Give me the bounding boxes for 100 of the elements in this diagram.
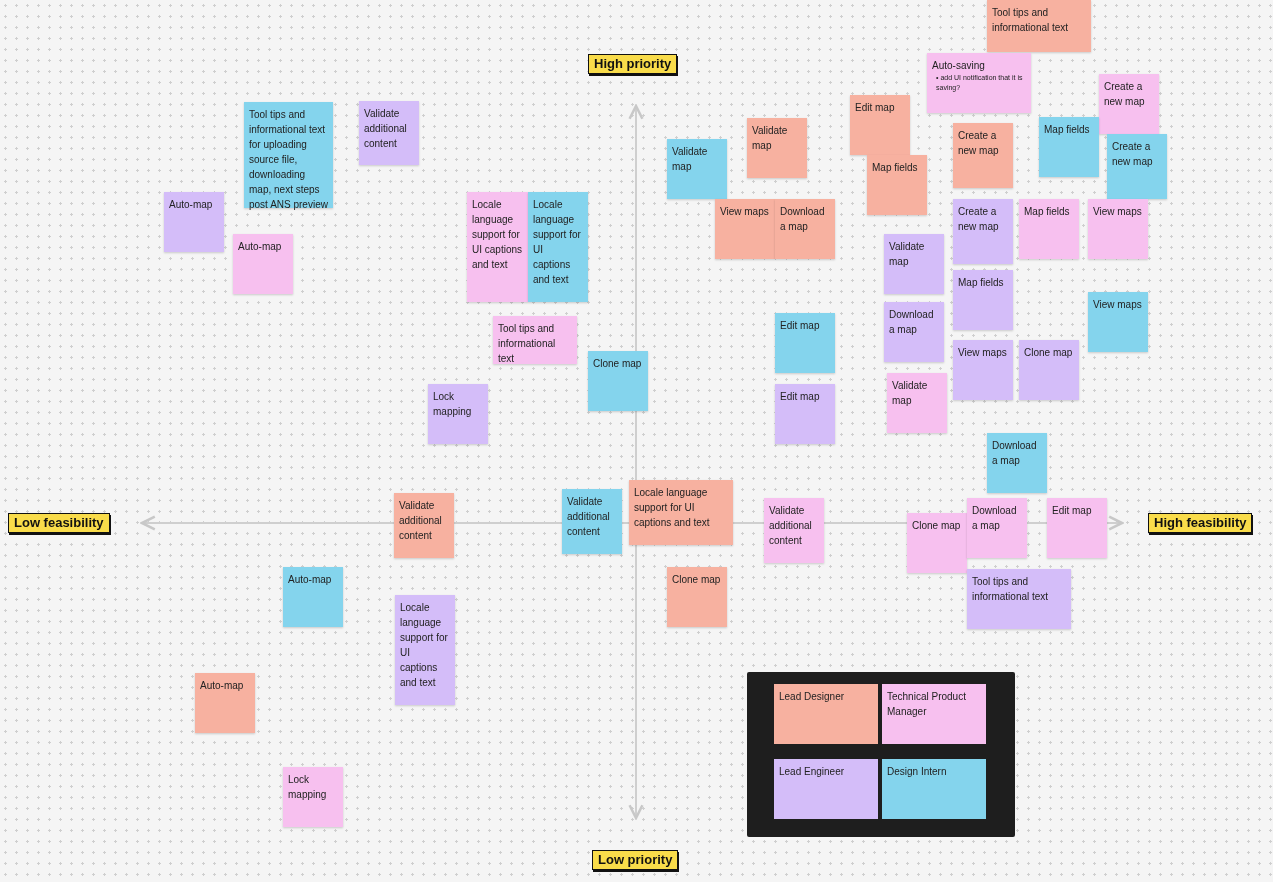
sticky-note (528, 192, 588, 302)
note-text: Clone map (672, 573, 722, 587)
sticky-note (884, 234, 944, 294)
sticky-note (1039, 117, 1099, 177)
sticky-note (953, 199, 1013, 264)
sticky-note (987, 0, 1091, 52)
note-text: Edit map (1052, 504, 1093, 518)
sticky-note (233, 234, 293, 294)
note-text: Map fields (1024, 205, 1071, 219)
sticky-note (1019, 340, 1079, 400)
note-text: Locale language support for UI captions and text (400, 601, 449, 690)
sticky-note (987, 433, 1047, 493)
sticky-note (1107, 134, 1167, 199)
note-text: Validate map (892, 379, 929, 408)
legend-label: Design Intern (887, 765, 948, 779)
sticky-note (244, 102, 333, 208)
sticky-note (775, 313, 835, 373)
sticky-note (887, 373, 947, 433)
note-text: Auto-map (288, 573, 333, 587)
note-text: Clone map (1024, 346, 1074, 360)
sticky-note (1099, 74, 1159, 134)
sticky-note (395, 595, 455, 705)
sticky-note (283, 767, 343, 827)
note-text: View maps (720, 205, 770, 219)
note-text: Auto-map (200, 679, 245, 693)
sticky-note (953, 123, 1013, 188)
sticky-note (428, 384, 488, 444)
legend-label: Lead Engineer (779, 765, 846, 779)
sticky-note (667, 139, 727, 199)
note-text: Tool tips and informational text (992, 6, 1070, 35)
sticky-note (629, 480, 733, 545)
note-text: Create a new map (958, 205, 1000, 234)
sticky-note (1047, 498, 1107, 558)
note-text: Auto-saving (932, 59, 986, 73)
note-text: Lock mapping (433, 390, 473, 419)
note-text: View maps (958, 346, 1008, 360)
sticky-note (715, 199, 775, 259)
note-text: Edit map (780, 319, 821, 333)
note-text: Download a map (972, 504, 1018, 533)
note-text: Create a new map (1104, 80, 1146, 109)
note-text: Locale language support for UI captions and text (472, 198, 523, 272)
note-text: Locale language support for UI captions and text (533, 198, 582, 287)
sticky-note (359, 101, 419, 165)
note-text: Create a new map (958, 129, 1000, 158)
sticky-note (850, 95, 910, 155)
axis-label: High priority (588, 54, 678, 74)
sticky-note (1088, 292, 1148, 352)
sticky-note (164, 192, 224, 252)
sticky-note (493, 316, 577, 364)
legend-label: Lead Designer (779, 690, 846, 704)
note-text: Tool tips and informational text (972, 575, 1050, 604)
axis-label: High feasibility (1148, 513, 1253, 533)
legend-label: Technical Product Manager (887, 690, 967, 719)
sticky-note (907, 513, 967, 573)
sticky-note (967, 498, 1027, 558)
note-text: Validate additional content (567, 495, 611, 539)
note-text: Clone map (912, 519, 962, 533)
note-text: Map fields (958, 276, 1005, 290)
note-text: Edit map (855, 101, 896, 115)
note-text: Validate map (889, 240, 926, 269)
note-text: Map fields (872, 161, 919, 175)
note-text: Validate additional content (399, 499, 443, 543)
note-text: Auto-map (238, 240, 283, 254)
sticky-note (967, 569, 1071, 629)
sticky-note (953, 340, 1013, 400)
sticky-note (775, 199, 835, 259)
sticky-note (195, 673, 255, 733)
note-text: Tool tips and informational text (498, 322, 557, 366)
note-text: Validate additional content (769, 504, 813, 548)
sticky-note (467, 192, 528, 302)
note-text: Tool tips and informational text for uploading source file, downloading map, next steps post ANS preview (249, 108, 328, 212)
note-text: Edit map (780, 390, 821, 404)
note-text: Clone map (593, 357, 643, 371)
sticky-note (747, 118, 807, 178)
note-text: Validate map (752, 124, 789, 153)
sticky-note (562, 489, 622, 554)
sticky-note (953, 270, 1013, 330)
sticky-note (588, 351, 648, 411)
sticky-note (283, 567, 343, 627)
note-text: Download a map (992, 439, 1038, 468)
sticky-note (667, 567, 727, 627)
axis-label: Low priority (592, 850, 679, 870)
note-text: Download a map (889, 308, 935, 337)
sticky-note (1019, 199, 1079, 259)
note-text: Validate additional content (364, 107, 408, 151)
sticky-note (394, 493, 454, 558)
axis-label: Low feasibility (8, 513, 110, 533)
note-text: Auto-map (169, 198, 214, 212)
note-text: Create a new map (1112, 140, 1154, 169)
sticky-note (884, 302, 944, 362)
sticky-note (1088, 199, 1148, 259)
sticky-note (867, 155, 927, 215)
note-text: Validate map (672, 145, 709, 174)
sticky-note (927, 53, 1031, 113)
sticky-note (775, 384, 835, 444)
note-text: Lock mapping (288, 773, 328, 802)
note-text: View maps (1093, 205, 1143, 219)
note-text: Map fields (1044, 123, 1091, 137)
note-text: Locale language support for UI captions and text (634, 486, 711, 530)
note-text: View maps (1093, 298, 1143, 312)
